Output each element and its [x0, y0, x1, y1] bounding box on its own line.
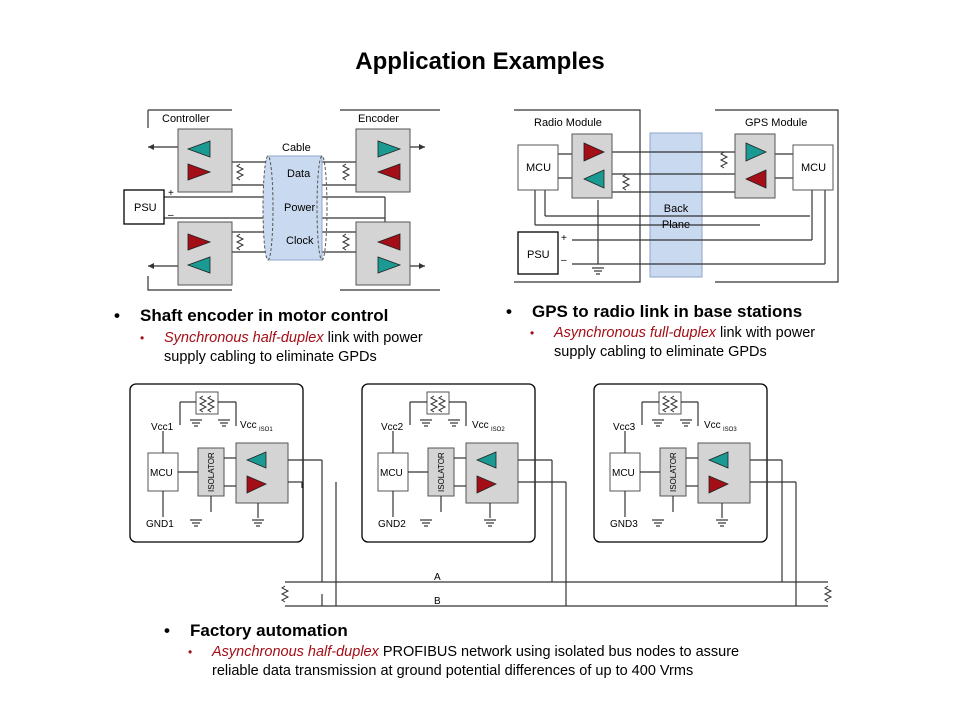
detail-text: link with power [323, 330, 423, 346]
gps-module-label: GPS Module [745, 117, 807, 129]
bullet-dot: • [506, 302, 512, 321]
bus-node-1: MCU ISOLATOR [129, 383, 337, 606]
psu-plus-label: + [168, 188, 174, 199]
psu-box [517, 231, 559, 275]
encoder-transceiver-top [355, 128, 411, 193]
driver-icon [187, 233, 212, 251]
vcciso-label: Vcc [704, 420, 721, 431]
receiver-icon [377, 256, 402, 274]
bus-node-2: MCU ISOLATOR [361, 383, 567, 606]
sub-bullet-dot: • [140, 331, 145, 345]
isolator-label: ISOLATOR [437, 452, 446, 492]
bus-b-label: B [434, 596, 441, 607]
driver-icon [708, 475, 729, 494]
node-mcu-label: MCU [612, 468, 635, 479]
radio-mcu-box [517, 144, 559, 191]
driver-icon [745, 169, 767, 189]
emphasis-text: Synchronous half-duplex [164, 330, 324, 346]
receiver-icon [186, 140, 211, 158]
bullet-heading: Shaft encoder in motor control [140, 306, 389, 325]
bullet-shaft-encoder-detail: • Synchronous half-duplex link with powe… [140, 329, 423, 367]
detail-text-line2: supply cabling to eliminate GPDs [164, 349, 377, 365]
backplane-label-line2: Plane [662, 219, 690, 231]
psu-box [123, 189, 165, 225]
psu-minus-label: – [561, 255, 567, 266]
power-line-label: Power [284, 202, 316, 214]
controller-transceiver-bottom [177, 221, 233, 286]
driver-icon [583, 142, 605, 162]
gnd-label: GND3 [610, 519, 638, 530]
bus-node-3: MCU ISOLATOR [593, 383, 797, 606]
vcciso-subscript: ISO3 [723, 427, 737, 433]
bullet-shaft-encoder: • Shaft encoder in motor control [114, 306, 388, 326]
emphasis-text: Asynchronous half-duplex [212, 644, 379, 660]
psu-label: PSU [527, 249, 550, 261]
vcciso-subscript: ISO2 [491, 427, 505, 433]
node-mcu-label: MCU [380, 468, 403, 479]
psu-minus-label: – [168, 210, 174, 221]
bus-a-label: A [434, 572, 441, 583]
receiver-icon [583, 169, 605, 189]
psu-plus-label: + [561, 233, 567, 244]
vcciso-subscript: ISO1 [259, 427, 273, 433]
detail-text: PROFIBUS network using isolated bus node… [378, 644, 740, 660]
bullet-gps-radio: • GPS to radio link in base stations [506, 302, 802, 322]
vcc-label: Vcc3 [613, 422, 636, 433]
radio-mcu-label: MCU [526, 162, 551, 174]
gnd-label: GND1 [146, 519, 174, 530]
page-title: Application Examples [355, 48, 605, 75]
gps-mcu-label: MCU [801, 162, 826, 174]
emphasis-text: Asynchronous full-duplex [554, 325, 717, 341]
driver-icon [246, 475, 267, 494]
bullet-factory-automation: • Factory automation [164, 621, 348, 641]
driver-icon [187, 163, 212, 181]
receiver-icon [245, 451, 267, 469]
isolator-label: ISOLATOR [207, 452, 216, 492]
backplane [649, 132, 703, 278]
vcciso-label: Vcc [472, 420, 489, 431]
bullet-heading: Factory automation [190, 621, 348, 640]
gps-mcu-box [792, 144, 834, 191]
receiver-icon [186, 256, 211, 274]
backplane-label-line1: Back [664, 203, 689, 215]
receiver-icon [377, 140, 402, 158]
bullet-dot: • [114, 306, 120, 325]
controller-label: Controller [162, 113, 210, 125]
clock-line-label: Clock [286, 235, 314, 247]
driver-icon [476, 475, 497, 494]
receiver-icon [707, 451, 729, 469]
vcc-label: Vcc1 [151, 422, 174, 433]
receiver-icon [475, 451, 497, 469]
data-line-label: Data [287, 168, 311, 180]
bullet-dot: • [164, 621, 170, 640]
sub-bullet-dot: • [188, 645, 193, 659]
factory-automation-diagram: A B MCU ISOLATOR [129, 383, 832, 607]
detail-text-line2: supply cabling to eliminate GPDs [554, 344, 767, 360]
driver-icon [376, 163, 401, 181]
detail-text: link with power [716, 325, 816, 341]
encoder-transceiver-bottom [355, 221, 411, 286]
gps-radio-diagram: MCU MCU PSU + – Radio Module GPS Module … [514, 109, 839, 283]
bullet-gps-radio-detail: • Asynchronous full-duplex link with pow… [530, 324, 816, 362]
gnd-label: GND2 [378, 519, 406, 530]
receiver-icon [745, 142, 767, 162]
detail-text-line2: reliable data transmission at ground pot… [212, 663, 694, 679]
encoder-label: Encoder [358, 113, 399, 125]
node-mcu-label: MCU [150, 468, 173, 479]
bullet-heading: GPS to radio link in base stations [532, 302, 803, 321]
bullet-factory-automation-detail: • Asynchronous half-duplex PROFIBUS netw… [188, 643, 740, 681]
vcciso-label: Vcc [240, 420, 257, 431]
radio-transceiver [571, 133, 613, 199]
controller-transceiver-top [177, 128, 233, 193]
gps-transceiver [734, 133, 776, 199]
isolator-label: ISOLATOR [669, 452, 678, 492]
radio-module-label: Radio Module [534, 117, 602, 129]
shaft-encoder-diagram: PSU + – Controller Encoder Cable Data Po… [123, 109, 440, 291]
sub-bullet-dot: • [530, 326, 535, 340]
cable-label: Cable [282, 142, 311, 154]
driver-icon [376, 233, 401, 251]
vcc-label: Vcc2 [381, 422, 404, 433]
psu-label: PSU [134, 202, 157, 214]
